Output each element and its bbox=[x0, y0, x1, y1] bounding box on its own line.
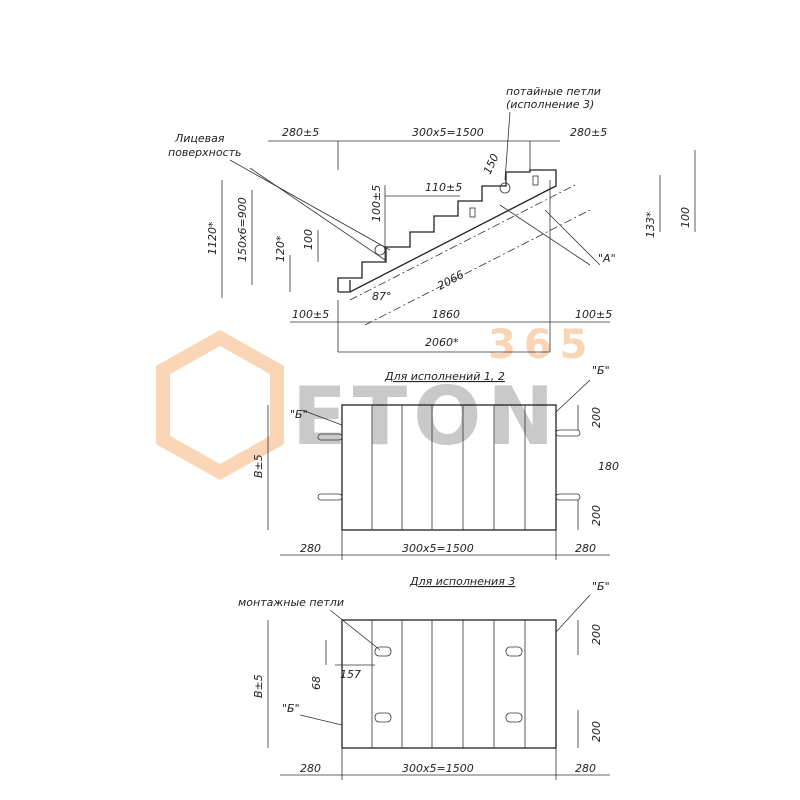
plan1-dim-mid: 300х5=1500 bbox=[402, 542, 474, 555]
dim-120: 120* bbox=[274, 235, 287, 262]
dim-150: 150 bbox=[481, 152, 502, 177]
dim-100-step: 100±5 bbox=[370, 185, 383, 222]
plan3-dim-157: 157 bbox=[340, 668, 361, 681]
dim-100-left: 100 bbox=[302, 229, 315, 250]
plan1-dim-left: 280 bbox=[300, 542, 321, 555]
plan1-label-b-right: "Б" bbox=[592, 364, 610, 377]
plan3-dim-200-bottom: 200 bbox=[590, 721, 603, 742]
dim-left-280: 280±5 bbox=[282, 126, 319, 139]
plan3-dim-right: 280 bbox=[575, 762, 596, 775]
watermark: ETON 365 bbox=[156, 322, 596, 481]
plan-version-3: Для исполнения 3 монтажные петли "Б" "Б"… bbox=[238, 575, 610, 780]
plan1-label-b-left: "Б" bbox=[290, 408, 308, 421]
plan1-dim-180: 180 bbox=[598, 460, 619, 473]
dim-bottom-right: 100±5 bbox=[575, 308, 612, 321]
dim-1120: 1120* bbox=[206, 221, 219, 255]
plan3-dim-68: 68 bbox=[310, 676, 323, 690]
plan1-dim-right: 280 bbox=[575, 542, 596, 555]
caption-version-3: Для исполнения 3 bbox=[409, 575, 515, 588]
watermark-number: 365 bbox=[488, 322, 596, 368]
plan1-dim-200-bottom: 200 bbox=[590, 505, 603, 526]
dim-2066: 2066 bbox=[435, 268, 466, 293]
watermark-hexagon-logo bbox=[156, 329, 284, 481]
caption-versions-1-2: Для исполнений 1, 2 bbox=[384, 370, 505, 383]
dim-1860: 1860 bbox=[432, 308, 460, 321]
angle-87: 87° bbox=[372, 290, 392, 303]
plan3-dim-200-top: 200 bbox=[590, 624, 603, 645]
dim-bottom-left: 100±5 bbox=[292, 308, 329, 321]
dim-2060: 2060* bbox=[425, 336, 459, 349]
dim-100-right: 100 bbox=[679, 207, 692, 228]
dim-right-280: 280±5 bbox=[570, 126, 607, 139]
plan3-dim-left: 280 bbox=[300, 762, 321, 775]
plan1-dim-200-top: 200 bbox=[590, 407, 603, 428]
plan3-label-b-right: "Б" bbox=[592, 580, 610, 593]
stair-elevation: 280±5 300х5=1500 280±5 Лицевая поверхнос… bbox=[168, 85, 696, 353]
plan-versions-1-2: Для исполнений 1, 2 "Б" "Б" В±5 200 180 … bbox=[252, 364, 619, 560]
label-hidden-loops-line1: потайные петли bbox=[506, 85, 601, 98]
plan3-label-b-left: "Б" bbox=[282, 702, 300, 715]
dim-900: 150х6=900 bbox=[236, 197, 249, 262]
label-view-a: "А" bbox=[598, 252, 616, 265]
plan3-dim-b: В±5 bbox=[252, 674, 265, 698]
plan1-dim-b: В±5 bbox=[252, 454, 265, 478]
watermark-word: ETON bbox=[292, 370, 560, 463]
plan3-label-loops: монтажные петли bbox=[238, 596, 344, 609]
label-hidden-loops-line2: (исполнение 3) bbox=[506, 98, 594, 111]
dim-110: 110±5 bbox=[425, 181, 462, 194]
label-face-line1: Лицевая bbox=[174, 132, 225, 145]
label-face-line2: поверхность bbox=[168, 146, 242, 159]
dim-133: 133* bbox=[644, 211, 657, 238]
stair-profile bbox=[337, 169, 557, 293]
dim-1500: 300х5=1500 bbox=[412, 126, 484, 139]
plan3-dim-mid: 300х5=1500 bbox=[402, 762, 474, 775]
